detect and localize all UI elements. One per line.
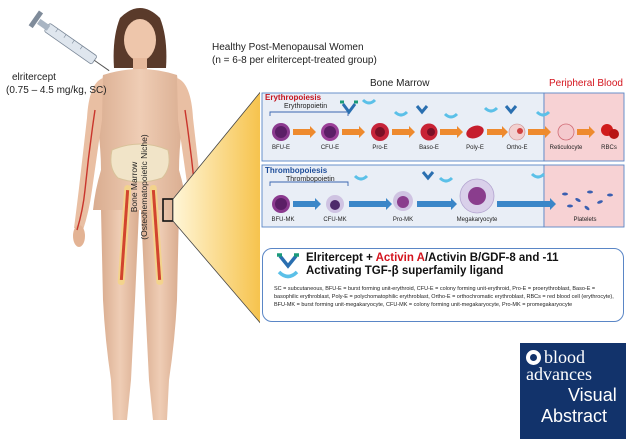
cfu-e-cell — [321, 123, 339, 141]
patient-figure — [28, 8, 260, 420]
cohort-title: Healthy Post-Menopausal Women — [212, 42, 364, 53]
ortho-e-cell — [508, 123, 526, 141]
baso-e-cell — [420, 123, 438, 141]
reticulocyte-cell — [557, 123, 575, 141]
poly-e-cell — [466, 125, 484, 139]
label-platelets: Platelets — [573, 217, 597, 223]
bone-marrow-header: Bone Marrow — [370, 78, 430, 89]
label-bfu-mk: BFU-MK — [271, 217, 295, 223]
label-megakaryocyte: Megakaryocyte — [456, 217, 498, 223]
thrombopoietin-label: Thrombopoietin — [286, 176, 335, 183]
legend-receptor-icon — [278, 254, 298, 269]
activin-receptor-icon — [340, 100, 358, 115]
legend-ligand-icon — [277, 270, 299, 279]
ligand-line-2: Activating TGF-β superfamily ligand — [306, 265, 504, 277]
label-cfu-e: CFU-E — [320, 145, 340, 151]
ligand-line-1: Elritercept + Activin A/Activin B/GDF-8 … — [306, 252, 559, 264]
ligand-legend — [262, 248, 624, 322]
erythropoiesis-title: Erythropoiesis — [265, 93, 322, 102]
logo-visual: Visual — [568, 385, 617, 405]
label-cfu-mk: CFU-MK — [323, 217, 347, 223]
drug-dose: (0.75 – 4.5 mg/kg, SC) — [6, 85, 107, 96]
megakaryocyte-cell — [459, 178, 495, 214]
drug-name: elritercept — [12, 72, 56, 83]
platelets-cells — [562, 190, 613, 211]
logo-blood: blood — [544, 347, 586, 367]
ligand-line-1b: /Activin B/GDF-8 and -11 — [424, 252, 559, 264]
journal-seal-icon — [526, 350, 541, 365]
abbreviations-text: SC = subcutaneous, BFU-E = burst forming… — [274, 286, 614, 308]
label-pro-mk: Pro-MK — [392, 217, 414, 223]
label-baso-e: Baso-E — [419, 145, 439, 151]
thrombopoiesis-title: Thrombopoiesis — [265, 166, 328, 175]
label-poly-e: Poly-E — [466, 145, 484, 151]
cfu-mk-cell — [326, 195, 344, 213]
label-reticulocyte: Reticulocyte — [549, 145, 583, 151]
label-rbcs: RBCs — [601, 145, 617, 151]
cohort-subtitle: (n = 6-8 per elritercept-treated group) — [212, 55, 377, 66]
erythropoietin-label: Erythropoietin — [284, 103, 328, 110]
peripheral-blood-header: Peripheral Blood — [549, 78, 623, 89]
blood-advances-logo: blood advances Visual Abstract — [520, 343, 626, 439]
legend-ligand-icons — [277, 253, 299, 279]
bfu-mk-cell — [272, 195, 290, 213]
pro-e-cell — [371, 123, 389, 141]
ligand-activin-a: Activin A — [375, 252, 425, 264]
ligand-icon — [361, 98, 551, 119]
logo-abstract: Abstract — [541, 406, 608, 426]
logo-advances: advances — [526, 364, 592, 384]
label-bfu-e: BFU-E — [272, 145, 290, 151]
niche-label-line2: (Osteohematopoietic Niche) — [139, 134, 149, 240]
label-ortho-e: Ortho-E — [506, 145, 528, 151]
bfu-e-cell — [272, 123, 290, 141]
ligand-line-1a: Elritercept + — [306, 252, 376, 264]
rbc-cell — [601, 124, 619, 139]
pro-mk-cell — [393, 191, 413, 211]
niche-label-line1: Bone Marrow — [129, 161, 139, 213]
hematopoiesis-panel — [261, 92, 625, 228]
label-pro-e: Pro-E — [372, 145, 388, 151]
